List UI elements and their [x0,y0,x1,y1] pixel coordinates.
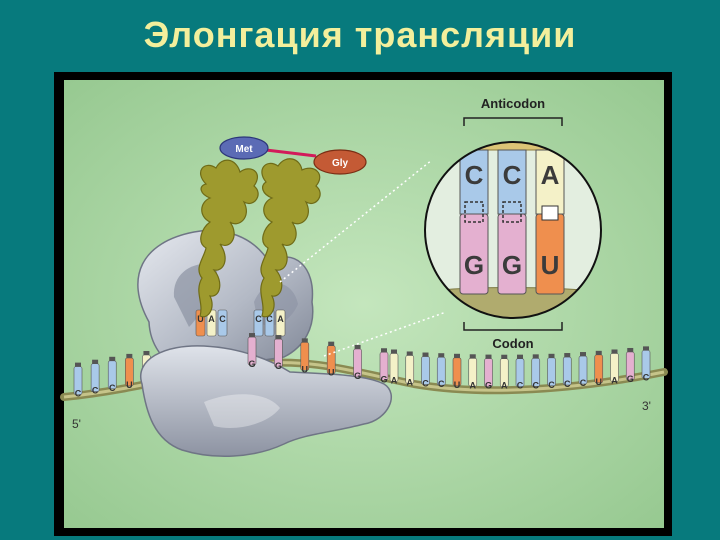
nucleotide-cap [564,353,570,357]
three-prime-label: 3' [642,399,651,413]
codon-label: Codon [492,336,533,351]
nucleotide-cap [423,353,429,357]
nucleotide-letter: U [596,377,603,387]
nucleotide-letter: G [275,361,282,371]
nucleotide-letter: G [248,359,255,369]
anticodon-letter: C [255,314,262,324]
nucleotide-letter: G [354,371,361,381]
nucleotide-cap [549,354,555,358]
nucleotide-letter: C [517,381,524,391]
nucleotide-cap [249,333,255,337]
nucleotide-letter: C [643,372,650,382]
nucleotide-cap [596,351,602,355]
nucleotide-cap [517,355,523,359]
five-prime-label: 5' [72,417,81,431]
nucleotide-cap [109,357,115,361]
anticodon-base-letter: C [465,160,484,190]
anticodon-letter: A [208,314,215,324]
nucleotide-cap [501,355,507,359]
nucleotide-cap [580,352,586,356]
nucleotide-letter: C [75,389,82,399]
nucleotide-letter: C [564,379,571,389]
wobble-pair [542,206,558,220]
nucleotide-cap [355,345,361,349]
codon-base-letter: U [541,250,560,280]
nucleotide-letter: C [92,386,99,396]
nucleotide-letter: U [328,368,335,378]
nucleotide-letter: U [302,364,309,374]
nucleotide-letter: A [611,375,618,385]
nucleotide-cap [627,348,633,352]
nucleotide-cap [391,350,397,354]
nucleotide-letter: A [470,380,477,390]
nucleotide-cap [533,354,539,358]
nucleotide-letter: C [533,380,540,390]
nucleotide-letter: C [109,383,116,393]
slide-title: Элонгация трансляции [0,14,720,56]
nucleotide-cap [143,351,149,355]
nucleotide-cap [381,348,387,352]
nucleotide-letter: A [501,381,508,391]
nucleotide-letter: C [548,380,555,390]
nucleotide-cap [612,349,618,353]
nucleotide-letter: C [422,379,429,389]
nucleotide-letter: G [627,374,634,384]
anticodon-base-letter: A [541,160,560,190]
nucleotide-letter: A [407,377,414,387]
anticodon-base-letter: C [503,160,522,190]
nucleotide-cap [486,355,492,359]
nucleotide-letter: U [454,380,461,390]
nucleotide-cap [454,354,460,358]
nucleotide-cap [75,363,81,367]
nucleotide-cap [302,338,308,342]
anticodon-letter: A [277,314,284,324]
codon-base-letter: G [502,250,522,280]
anticodon-letter: C [219,314,226,324]
nucleotide-cap [407,351,413,355]
nucleotide-letter: C [438,379,445,389]
nucleotide-cap [438,353,444,357]
codon-base-letter: G [464,250,484,280]
nucleotide-letter: U [126,380,133,390]
nucleotide-cap [470,354,476,358]
gly-label: Gly [332,158,349,169]
nucleotide-letter: G [485,381,492,391]
nucleotide-cap [643,346,649,350]
nucleotide-letter: A [391,376,398,386]
nucleotide-letter: G [380,374,387,384]
anticodon-label: Anticodon [481,96,545,111]
nucleotide-letter: C [580,378,587,388]
nucleotide-cap [92,360,98,364]
nucleotide-cap [275,335,281,339]
nucleotide-cap [126,354,132,358]
nucleotide-cap [328,342,334,346]
met-label: Met [235,144,253,155]
